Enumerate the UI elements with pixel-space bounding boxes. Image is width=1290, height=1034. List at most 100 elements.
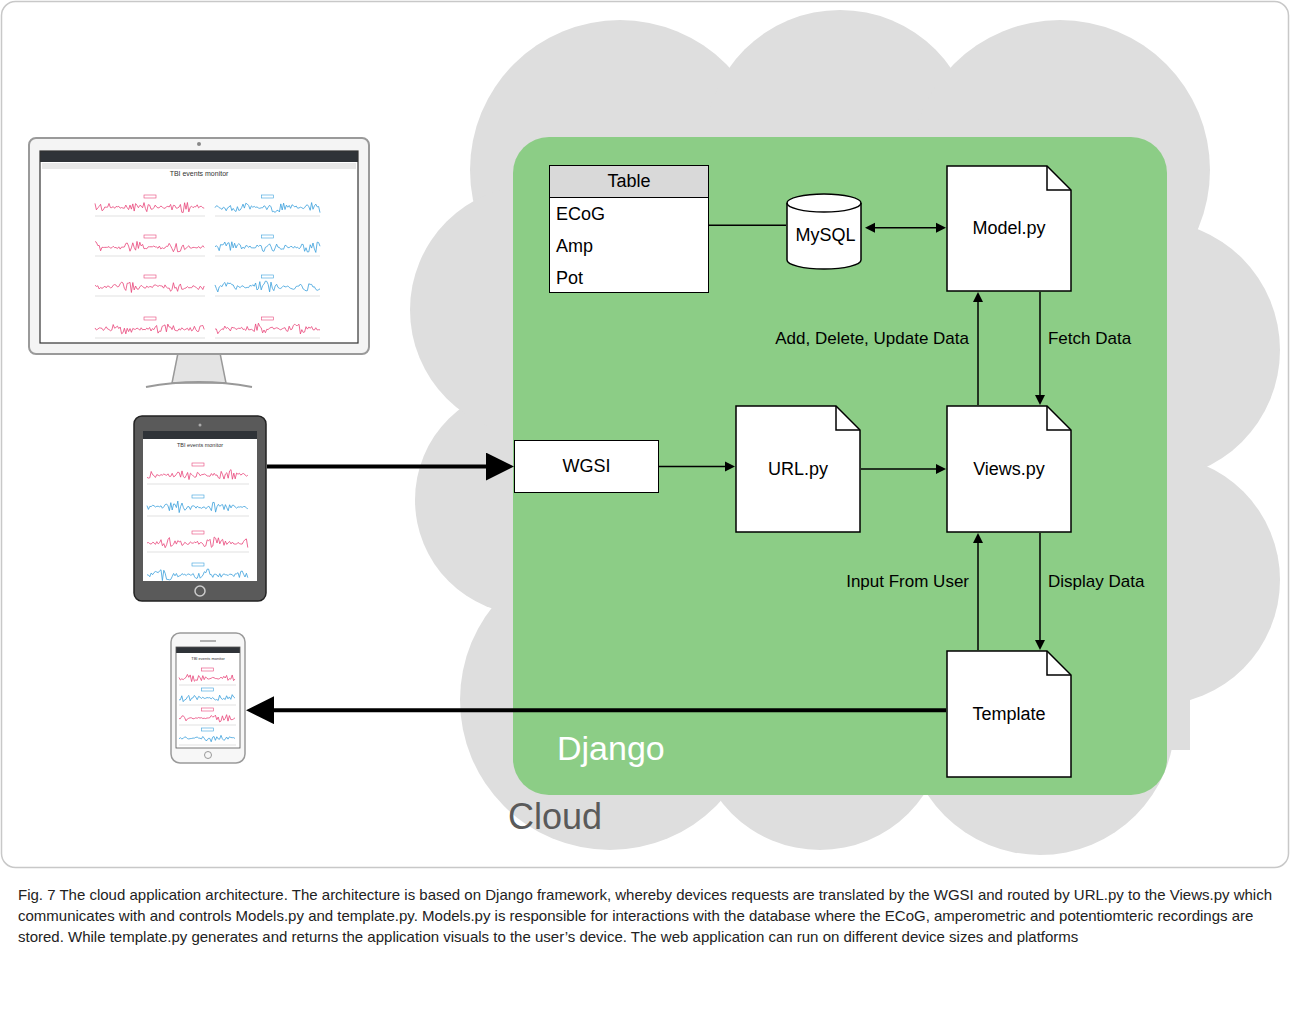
node-label: Cloud [508,796,602,838]
phone-device: TBI events monitor [170,632,246,764]
axis-line [215,338,320,339]
table-cell: Amp [550,230,708,262]
node-label: Views.py [973,459,1045,480]
text-slot: TBI events monitor [40,170,358,177]
signal-trace [147,569,248,580]
signal-trace [179,695,235,702]
database-cylinder: MySQL [786,193,865,270]
figure-caption: Fig. 7 The cloud application architectur… [18,884,1274,947]
axis-line [179,705,236,706]
node-label: TBI events monitor [40,170,358,177]
text-slot: TBI events monitor [143,442,257,448]
signal-trace [95,282,204,292]
signal-trace [179,715,235,722]
chart-legend-chip [262,235,274,238]
node-label: Template [972,704,1045,725]
text-slot: TableECoGAmpPot [550,166,708,294]
chart-legend-chip [192,563,204,566]
flow-arrow [659,466,732,468]
signal-trace [147,537,248,548]
signal-trace [215,323,320,334]
signal-trace [147,470,248,480]
edge-label-slot: Add, Delete, Update Data [775,329,969,349]
phone-illustration [170,632,246,764]
flow-arrow [977,295,979,405]
chart-legend-chip [144,235,156,238]
django-region: TableECoGAmpPot MySQL Model.pyWGSI URL.py Vi… [513,137,1167,795]
file-box: URL.py [735,405,861,533]
axis-line [215,296,320,297]
frame-border [2,2,1289,868]
signal-trace [95,324,204,334]
node-label: Model.py [972,218,1045,239]
file-box: Model.py [946,165,1072,292]
text-slot: Django [557,729,665,768]
signal-trace [179,674,235,681]
caption-area: Fig. 7 The cloud application architectur… [18,884,1274,947]
node-label: MySQL [795,225,855,246]
file-box: Views.py [946,405,1072,533]
chart-legend-chip [202,728,214,731]
table-cell: Pot [550,262,708,294]
axis-line [95,256,205,257]
edge-label: Fetch Data [1048,329,1131,349]
chart-legend-chip [262,275,274,278]
chart-legend-chip [192,531,204,534]
text-slot: URL.py [735,405,861,533]
flow-arrow [1039,533,1041,647]
axis-line [147,484,249,485]
chart-legend-chip [202,688,214,691]
node-label: TBI events monitor [176,656,240,661]
edge-label-slot: Display Data [1048,572,1144,592]
node-label: WGSI [563,456,611,477]
request-arrow [254,708,946,712]
chart-legend-chip [202,668,214,671]
flow-arrow [861,468,943,470]
signal-trace [179,735,235,741]
axis-line [95,216,205,217]
chart-legend-chip [144,275,156,278]
edge-label-slot: Input From User [846,572,969,592]
cloud-region: TableECoGAmpPot MySQL Model.pyWGSI URL.py Vi… [420,20,1270,850]
flow-arrow [1039,292,1041,402]
chart-legend-chip [192,463,204,466]
axis-line [147,552,249,553]
table-header: Table [550,166,708,198]
chart-legend-chip [192,495,204,498]
signal-trace [215,242,320,253]
chart-legend-chip [262,317,274,320]
process-box: WGSI [514,440,659,493]
signal-trace [95,241,204,251]
axis-line [179,725,236,726]
edge-label: Display Data [1048,572,1144,592]
text-slot: Cloud [508,796,602,838]
text-slot: Views.py [946,405,1072,533]
signal-trace [147,501,248,512]
axis-line [95,296,205,297]
axis-line [215,256,320,257]
flow-arrow [868,227,943,229]
text-slot: TBI events monitor [176,656,240,661]
node-label: URL.py [768,459,828,480]
text-slot: WGSI [515,441,658,492]
tablet-device: TBI events monitor [133,415,267,602]
db-table: TableECoGAmpPot [549,165,709,293]
node-label: Django [557,729,665,768]
flow-arrow [977,536,979,650]
desktop-monitor: TBI events monitor [28,137,370,387]
signal-trace [95,202,204,212]
table-cell: ECoG [550,198,708,230]
flow-arrow [709,224,786,226]
request-arrow [267,465,506,469]
axis-line [215,216,320,217]
chart-legend-chip [202,708,214,711]
node-label: TBI events monitor [143,442,257,448]
axis-line [179,685,236,686]
axis-line [147,516,249,517]
chart-legend-chip [144,195,156,198]
edge-label: Add, Delete, Update Data [775,329,969,349]
edge-label-slot: Fetch Data [1048,329,1131,349]
edge-label: Input From User [846,572,969,592]
axis-line [95,338,205,339]
